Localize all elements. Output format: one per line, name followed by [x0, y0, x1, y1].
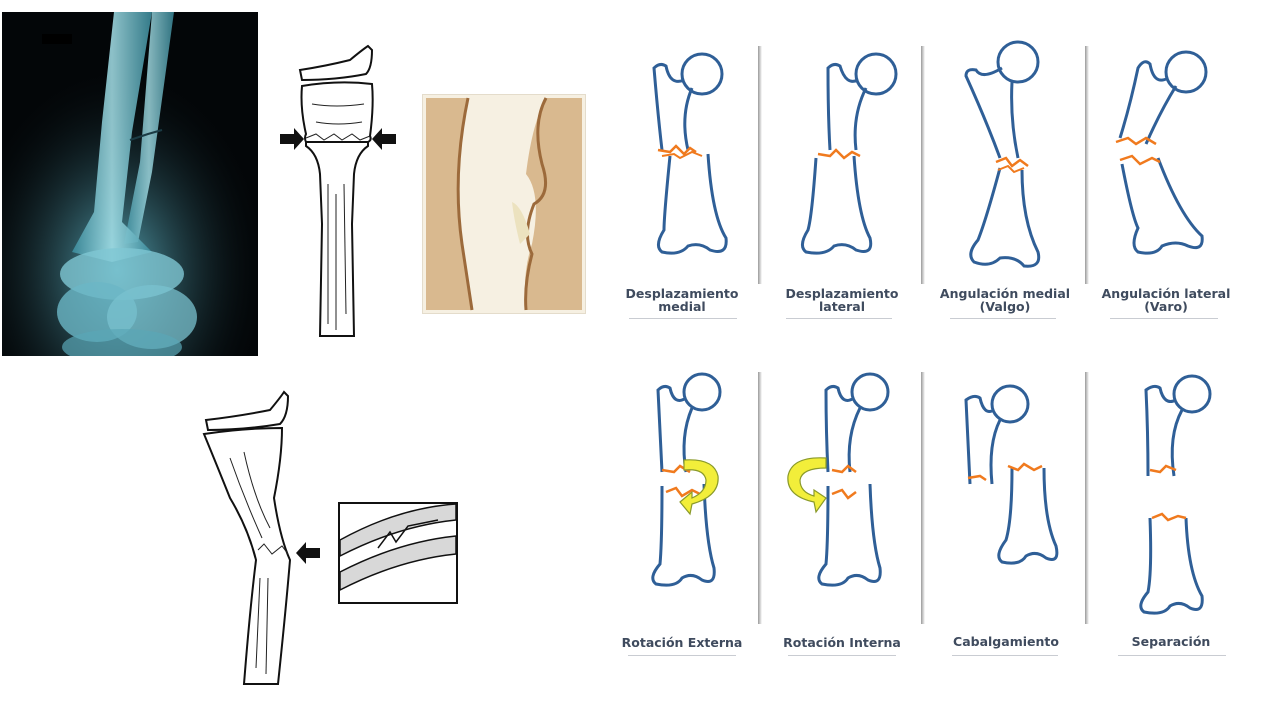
caption-overriding: Cabalgamiento: [953, 634, 1059, 649]
greenstick-detail-zoom: [338, 502, 458, 604]
zoomed-bone-detail: [422, 94, 586, 314]
femur-valgus-angulation: [956, 40, 1068, 272]
femur-varus-angulation: [1108, 46, 1220, 260]
compression-fracture-illustration: [276, 44, 400, 340]
femur-internal-rotation: [786, 372, 898, 594]
femur-separation: [1118, 372, 1230, 622]
caption-varus: Angulación lateral (Varo): [1101, 286, 1231, 314]
caption-internal-rotation: Rotación Interna: [783, 635, 901, 650]
caption-lateral-displacement: Desplazamiento lateral: [785, 286, 899, 314]
xray-image: [2, 12, 258, 356]
femur-lateral-displacement: [796, 46, 908, 260]
caption-external-rotation: Rotación Externa: [621, 635, 743, 650]
greenstick-fracture-illustration: [200, 388, 324, 688]
caption-medial-displacement: Desplazamiento medial: [625, 286, 739, 314]
femur-external-rotation: [640, 372, 752, 594]
femur-medial-displacement: [640, 46, 752, 260]
caption-valgus: Angulación medial (Valgo): [939, 286, 1071, 314]
caption-separation: Separación: [1131, 634, 1211, 649]
femur-overriding: [954, 380, 1066, 576]
